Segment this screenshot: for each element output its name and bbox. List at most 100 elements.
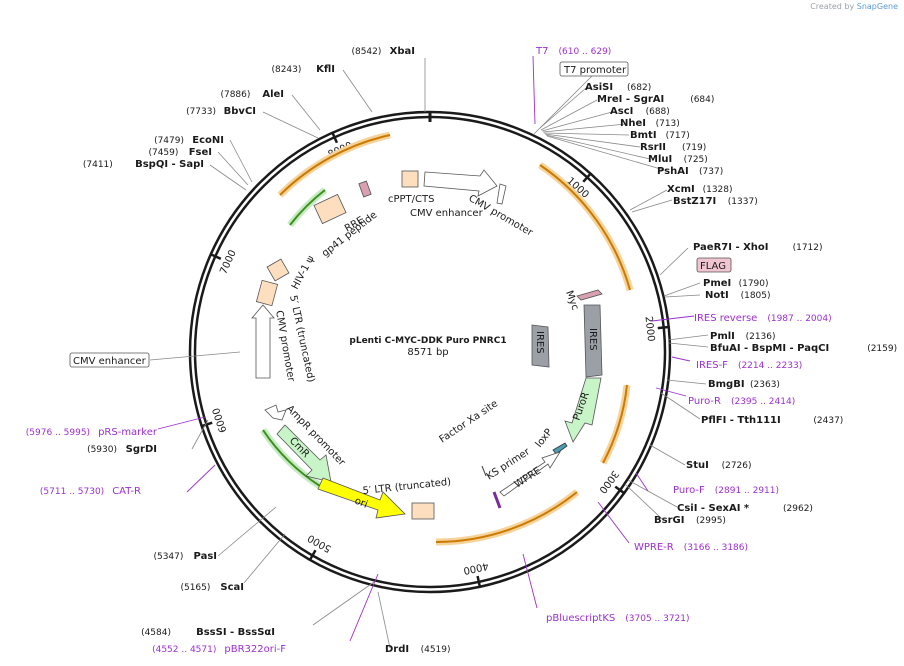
enzyme-position: (1712) xyxy=(793,243,823,253)
loxp-marker xyxy=(552,442,568,455)
ks-primer-line xyxy=(492,491,502,509)
primer-range: (3166 .. 3186) xyxy=(684,543,748,553)
primer-label: T7(610 .. 629) xyxy=(535,46,611,57)
enzyme-name: ScaI xyxy=(220,582,244,593)
enzyme-name: PmlI xyxy=(710,331,735,342)
factor-xa-label: Factor Xa site xyxy=(438,398,501,445)
enzyme-name: PshAI xyxy=(657,166,689,177)
enzyme-name: XcmI xyxy=(667,184,695,195)
enzyme-position: (682) xyxy=(627,83,651,93)
enzyme-position: (7886) xyxy=(220,90,250,100)
enzyme-position: (737) xyxy=(699,167,723,177)
enzyme-name: MreI - SgrAI xyxy=(597,94,664,105)
enzyme-name: BssSI - BssSαI xyxy=(196,627,275,638)
tick-label-6000: 6000 xyxy=(211,406,229,434)
enzyme-position: (2363) xyxy=(750,380,780,390)
primer-label: pBluescriptKS(3705 .. 3721) xyxy=(546,613,690,624)
enzyme-name: KflI xyxy=(316,64,335,75)
cmv-promoter-inner-arrow xyxy=(251,304,275,379)
primer-label: IRES reverse(1987 .. 2004) xyxy=(694,313,832,324)
enzyme-position: (8243) xyxy=(271,65,301,75)
enzyme-name: DrdI xyxy=(385,644,409,655)
plasmid-length: 8571 bp xyxy=(407,347,448,358)
primer-label: IRES-F(2214 .. 2233) xyxy=(696,360,802,371)
snapgene-logo: SnapGene xyxy=(856,2,898,11)
primer-labels: T7(610 .. 629) IRES reverse(1987 .. 2004)… xyxy=(26,46,832,655)
arc-right-lower-line xyxy=(602,384,628,464)
loxp-label: loxP xyxy=(534,427,555,450)
enzyme-position: (1805) xyxy=(741,291,771,301)
tick-mark-5000 xyxy=(308,549,317,562)
cppt-box xyxy=(401,170,419,188)
tick-mark-7000 xyxy=(209,252,222,260)
enzyme-name: EcoNI xyxy=(192,135,224,146)
primer-name: CAT-R xyxy=(112,486,141,497)
enzyme-name: PmeI xyxy=(703,278,731,289)
myc-marker xyxy=(576,289,603,301)
snapgene-branding: Created by SnapGene xyxy=(810,2,898,11)
ires-label: IRES xyxy=(587,328,598,351)
enzyme-name: FseI xyxy=(189,147,212,158)
enzyme-position: (1337) xyxy=(728,197,758,207)
enzyme-name: SgrDI xyxy=(126,444,157,455)
enzyme-position: (2437) xyxy=(813,416,843,426)
arc-cmr-green-line xyxy=(262,429,321,487)
enzyme-position: (1790) xyxy=(739,279,769,289)
enzyme-name: RsrII xyxy=(640,142,666,153)
primer-name: T7 xyxy=(535,46,548,57)
cppt-label: cPPT/CTS xyxy=(388,194,434,205)
primer-range: (4552 .. 4571) xyxy=(152,645,216,655)
enzyme-position: (2962) xyxy=(783,504,813,514)
tick-mark-4000 xyxy=(476,575,482,589)
enzyme-name: BbvCI xyxy=(224,106,256,117)
tick-label-3000: 3000 xyxy=(596,468,620,495)
enzyme-position: (7733) xyxy=(186,107,216,117)
arc-green-left-line xyxy=(289,189,326,226)
enzyme-name: AsiSI xyxy=(585,82,613,93)
enzyme-name: PasI xyxy=(194,551,217,562)
enzyme-labels: XbaI(8542)KflI(8243)AleI(7886)BbvCI(7733… xyxy=(83,46,897,655)
hiv-psi-label: HIV-1 ψ xyxy=(290,254,317,292)
cmv-enhancer-label: CMV enhancer xyxy=(410,208,484,219)
enzyme-position: (2136) xyxy=(746,332,776,342)
feature-arcs xyxy=(260,131,634,546)
tick-mark-1000 xyxy=(582,172,593,183)
enzyme-position: (725) xyxy=(684,155,708,165)
wpre-arrow xyxy=(499,451,561,497)
primer-label: WPRE-R(3166 .. 3186) xyxy=(634,542,748,553)
factor-xa-line xyxy=(481,465,487,477)
ltr-left-box xyxy=(255,279,279,307)
myc-label: Myc xyxy=(563,289,580,312)
tick-label-4000: 4000 xyxy=(462,560,489,576)
primer-label: (5711 .. 5730)CAT-R xyxy=(40,486,141,497)
tick-label-7000: 7000 xyxy=(218,248,238,276)
enzyme-position: (5165) xyxy=(180,583,210,593)
primer-label: (5976 .. 5995)pRS-marker xyxy=(26,427,158,438)
primer-name: IRES reverse xyxy=(694,313,757,324)
ori-arrow xyxy=(317,477,406,519)
primer-name: Puro-F xyxy=(673,485,705,496)
tick-mark-6000 xyxy=(200,421,213,428)
cmv-promoter-arrow xyxy=(496,183,507,205)
enzyme-name: BsrGI xyxy=(654,515,684,526)
arc-cmv-right-line xyxy=(539,164,631,291)
enzyme-name: PflFI - Tth111I xyxy=(701,415,781,426)
cmv-enhancer-outer-box xyxy=(69,352,150,368)
enzyme-name: StuI xyxy=(686,460,709,471)
primer-range: (5976 .. 5995) xyxy=(26,428,90,438)
enzyme-position: (5930) xyxy=(87,445,117,455)
primer-label: (4552 .. 4571)pBR322ori-F xyxy=(152,644,286,655)
enzyme-name: AleI xyxy=(262,89,284,100)
hiv-psi-box xyxy=(266,258,290,282)
inner-features xyxy=(251,169,603,520)
puror-arrow xyxy=(564,377,602,443)
enzyme-position: (1328) xyxy=(703,185,733,195)
leader-lines xyxy=(149,58,709,649)
enzyme-position: (7479) xyxy=(154,136,184,146)
enzyme-position: (713) xyxy=(656,119,680,129)
tick-label-5000: 5000 xyxy=(306,532,334,554)
enzyme-name: BspQI - SapI xyxy=(135,159,204,170)
enzyme-name: BstZ17I xyxy=(673,196,716,207)
primer-range: (3705 .. 3721) xyxy=(625,614,689,624)
t7-promoter-label: T7 promoter xyxy=(563,65,627,76)
